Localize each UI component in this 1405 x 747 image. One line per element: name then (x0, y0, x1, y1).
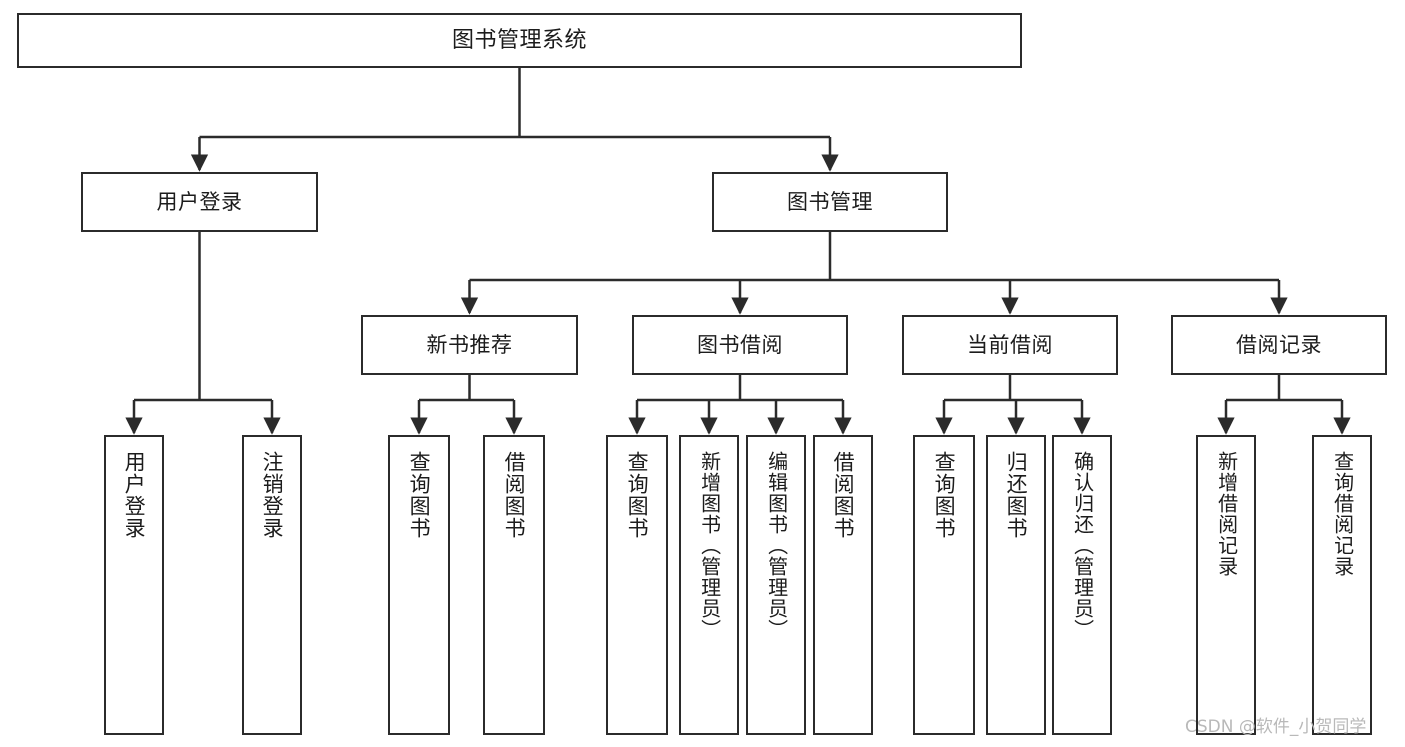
node-leaf-login-2[interactable]: 注销登录 (242, 435, 302, 735)
node-login[interactable]: 用户登录 (81, 172, 318, 232)
node-leaf-bor-4[interactable]: 借阅图书 (813, 435, 873, 735)
node-leaf-cur-1[interactable]: 查询图书 (913, 435, 975, 735)
node-label: 新增图书（管理员） (697, 451, 722, 640)
node-leaf-new-2[interactable]: 借阅图书 (483, 435, 545, 735)
node-label: 查询图书 (407, 451, 432, 539)
node-label: 查询借阅记录 (1330, 451, 1355, 577)
node-borrow[interactable]: 图书借阅 (632, 315, 848, 375)
node-leaf-cur-3[interactable]: 确认归还（管理员） (1052, 435, 1112, 735)
node-label: 图书借阅 (697, 332, 783, 357)
node-label: 用户登录 (156, 189, 243, 214)
node-current[interactable]: 当前借阅 (902, 315, 1118, 375)
node-label: 查询图书 (932, 451, 957, 539)
node-label: 图书管理 (787, 189, 873, 214)
node-label: 借阅图书 (502, 451, 527, 539)
node-label: 借阅图书 (831, 451, 856, 539)
node-newbook[interactable]: 新书推荐 (361, 315, 578, 375)
node-label: 归还图书 (1004, 451, 1029, 539)
node-label: 查询图书 (625, 451, 650, 539)
node-leaf-bor-1[interactable]: 查询图书 (606, 435, 668, 735)
node-leaf-login-1[interactable]: 用户登录 (104, 435, 164, 735)
node-label: 当前借阅 (967, 332, 1053, 357)
node-label: 确认归还（管理员） (1070, 451, 1095, 640)
node-leaf-bor-3[interactable]: 编辑图书（管理员） (746, 435, 806, 735)
node-bookmgmt[interactable]: 图书管理 (712, 172, 948, 232)
node-label: 用户登录 (122, 451, 147, 539)
node-leaf-rec-1[interactable]: 新增借阅记录 (1196, 435, 1256, 735)
node-leaf-rec-2[interactable]: 查询借阅记录 (1312, 435, 1372, 735)
node-label: 新增借阅记录 (1214, 451, 1239, 577)
node-root[interactable]: 图书管理系统 (17, 13, 1022, 68)
node-leaf-bor-2[interactable]: 新增图书（管理员） (679, 435, 739, 735)
node-label: 新书推荐 (426, 332, 513, 357)
node-leaf-new-1[interactable]: 查询图书 (388, 435, 450, 735)
node-leaf-cur-2[interactable]: 归还图书 (986, 435, 1046, 735)
watermark: CSDN @软件_小贺同学 (1185, 717, 1367, 737)
node-label: 注销登录 (260, 451, 285, 539)
node-records[interactable]: 借阅记录 (1171, 315, 1387, 375)
node-label: 图书管理系统 (451, 27, 587, 53)
node-label: 借阅记录 (1236, 332, 1322, 357)
node-label: 编辑图书（管理员） (764, 451, 789, 640)
